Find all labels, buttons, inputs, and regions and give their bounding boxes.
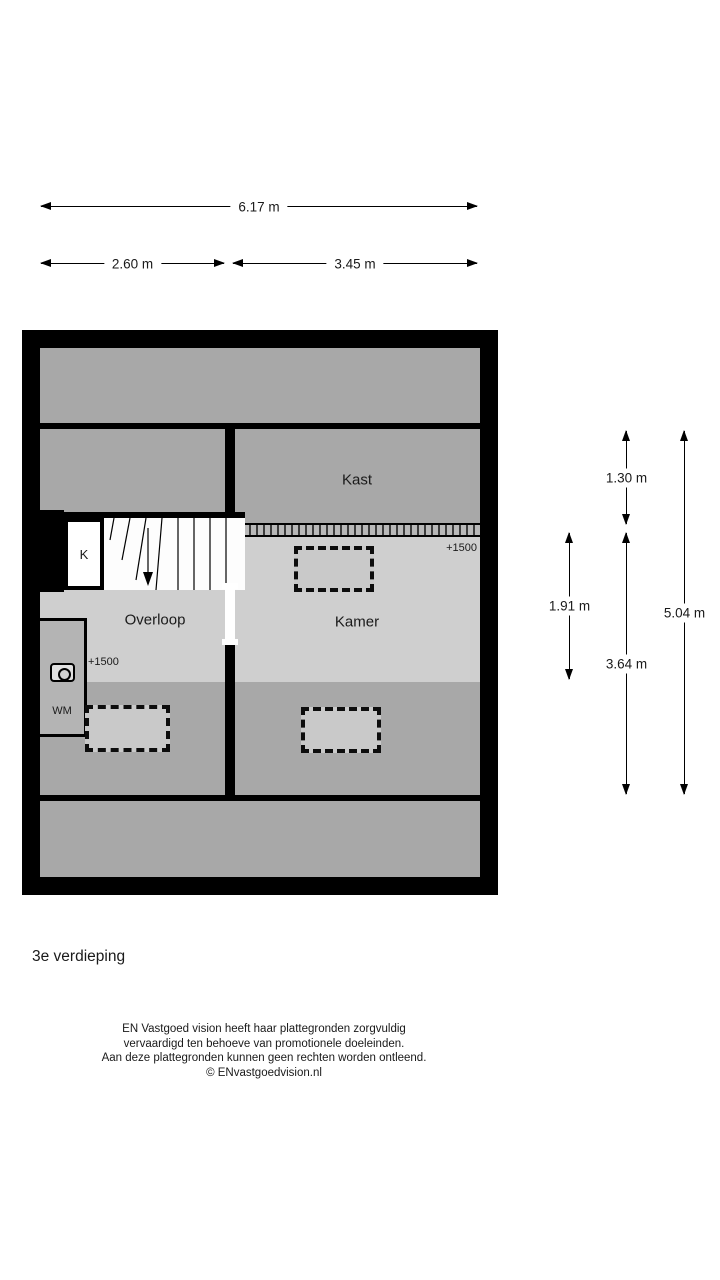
arrow-down-icon [622, 514, 630, 525]
disclaimer: EN Vastgoed vision heeft haar plattegron… [0, 1022, 528, 1080]
arrow-left-icon [232, 259, 243, 267]
disclaimer-line: EN Vastgoed vision heeft haar plattegron… [122, 1023, 406, 1035]
dimension-label: 1.30 m [601, 468, 652, 487]
roof-window-left [85, 705, 170, 752]
arrow-right-icon [467, 202, 478, 210]
dimension-kamer-band: 1.91 m [544, 532, 595, 680]
wall-block-left [40, 510, 64, 592]
washing-machine-icon [50, 663, 75, 682]
height-marker-kamer: +1500 [446, 542, 477, 554]
wall-stairs-top [64, 512, 245, 518]
arrow-up-icon [680, 430, 688, 441]
dimension-label: 2.60 m [103, 255, 162, 272]
arrow-right-icon [214, 259, 225, 267]
arrow-up-icon [622, 430, 630, 441]
closet-k: K [64, 518, 104, 590]
staircase [104, 517, 245, 591]
door-post [222, 583, 238, 589]
dimension-left-width: 2.60 m [40, 255, 225, 272]
roof-window-kamer [294, 546, 374, 592]
door-opening [225, 588, 235, 640]
room-label-kast: Kast [341, 471, 373, 489]
arrow-right-icon [467, 259, 478, 267]
dimension-label: 6.17 m [230, 198, 288, 215]
room-label-kamer: Kamer [334, 613, 380, 631]
dimension-total-width: 6.17 m [40, 198, 478, 215]
knee-wall-hatch [235, 523, 480, 537]
stairs-icon [109, 517, 227, 591]
arrow-down-icon [622, 784, 630, 795]
arrow-down-icon [680, 784, 688, 795]
height-marker-overloop: +1500 [88, 656, 119, 668]
disclaimer-line: © ENvastgoedvision.nl [206, 1066, 322, 1079]
room-label-overloop: Overloop [124, 611, 186, 629]
dimension-label: 3.45 m [326, 255, 384, 272]
wall-top-strip [40, 423, 480, 429]
floor-title: 3e verdieping [32, 948, 126, 965]
dimension-label: 1.91 m [544, 596, 595, 616]
arrow-left-icon [40, 259, 51, 267]
wall-bottom-strip [40, 795, 480, 801]
dimension-lower-depth: 3.64 m [601, 532, 652, 795]
dimension-total-depth: 5.04 m [659, 430, 710, 795]
dimension-right-width: 3.45 m [232, 255, 478, 272]
roof-window-right [301, 707, 381, 753]
washer-niche: WM [40, 618, 87, 737]
washer-label: WM [52, 705, 72, 717]
arrow-down-icon [565, 669, 573, 680]
door-post [222, 639, 238, 645]
closet-k-label: K [79, 546, 89, 562]
dimension-label: 3.64 m [601, 654, 652, 673]
dimension-kast-depth: 1.30 m [601, 430, 652, 525]
arrow-up-icon [622, 532, 630, 543]
arrow-left-icon [40, 202, 51, 210]
dimension-label: 5.04 m [659, 603, 710, 622]
floorplan: K [22, 330, 498, 895]
disclaimer-line: vervaardigd ten behoeve van promotionele… [123, 1037, 405, 1050]
disclaimer-line: Aan deze plattegronden kunnen geen recht… [101, 1052, 427, 1064]
arrow-up-icon [565, 532, 573, 543]
